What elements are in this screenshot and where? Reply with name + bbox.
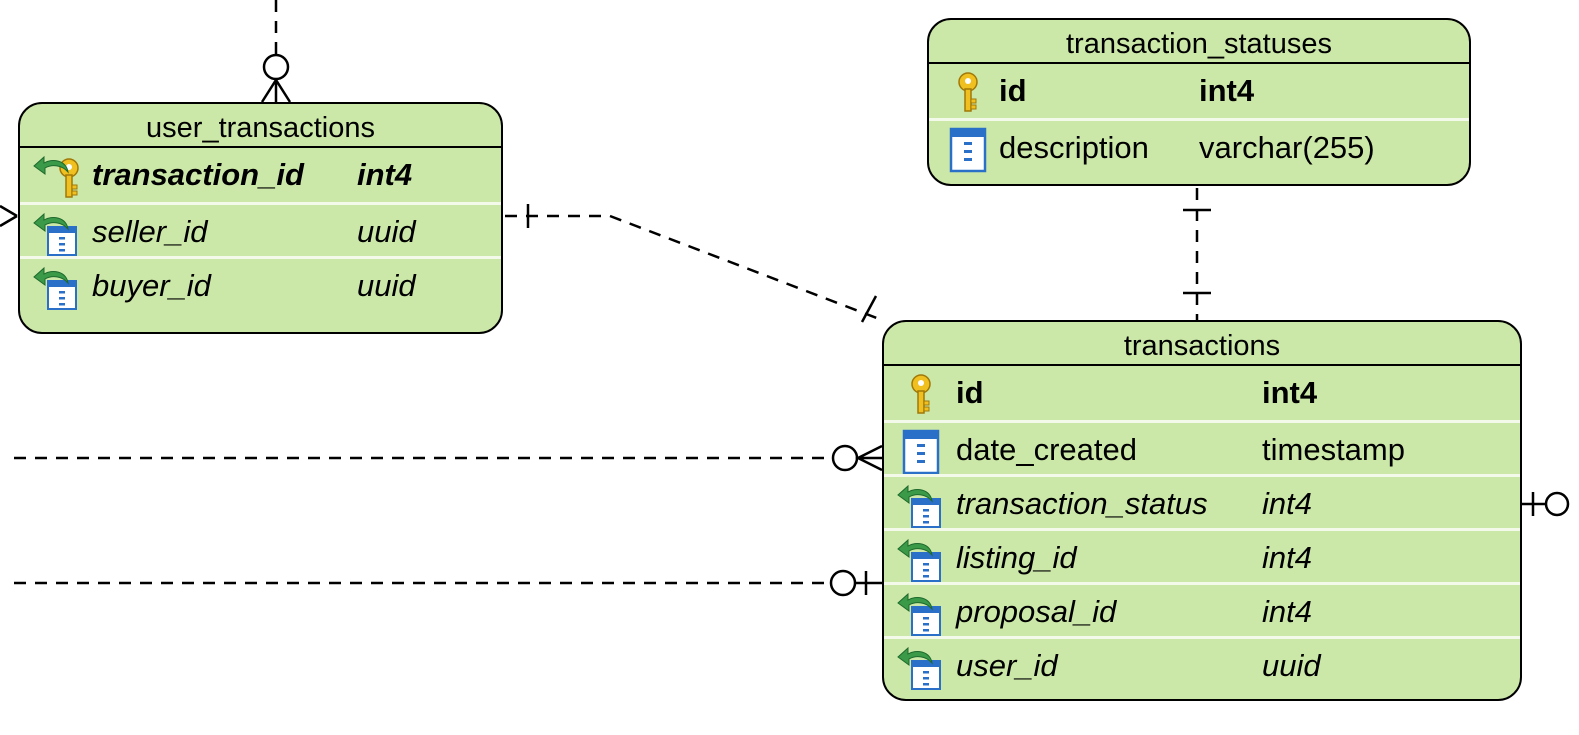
column-name: buyer_id [92,268,211,303]
crowfoot-zero-many-date-created [831,444,859,472]
column-icon [898,429,944,475]
column-row-description[interactable]: description varchar(255) [929,118,1469,173]
column-row-date-created[interactable]: date_created timestamp [884,420,1520,475]
column-type: int4 [1199,73,1255,108]
column-row-seller-id[interactable]: seller_id uuid [20,202,501,256]
column-type: int4 [1262,375,1318,410]
column-name: proposal_id [956,594,1117,629]
column-row-buyer-id[interactable]: buyer_id uuid [20,256,501,310]
column-icon [945,127,991,173]
crowfoot-zero-many-top [262,53,290,81]
column-name: user_id [956,648,1058,683]
foreign-primary-key-icon [33,156,80,198]
column-name: transaction_status [956,486,1208,521]
foreign-key-column-icon [897,647,944,690]
foreign-key-column-icon [33,267,80,310]
column-type: int4 [1262,486,1312,521]
column-type: uuid [357,268,416,303]
column-type: uuid [357,214,416,249]
primary-key-icon [898,374,944,416]
primary-key-icon [945,72,991,114]
column-name: date_created [956,432,1137,467]
entity-transactions[interactable]: transactions id int4 date_created timest… [882,320,1522,701]
column-name: id [999,73,1027,108]
column-name: seller_id [92,214,208,249]
column-row-user-id[interactable]: user_id uuid [884,636,1520,690]
entity-title: user_transactions [20,104,501,148]
column-name: description [999,130,1149,165]
entity-title: transaction_statuses [929,20,1469,64]
column-row-listing-id[interactable]: listing_id int4 [884,528,1520,582]
crowfoot-left-user-transactions [0,204,18,228]
column-row-id[interactable]: id int4 [884,366,1520,420]
column-name: id [956,375,984,410]
column-type: timestamp [1262,432,1405,467]
column-row-transaction-id[interactable]: transaction_id int4 [20,148,501,202]
entity-transaction-statuses[interactable]: transaction_statuses id int4 description… [927,18,1471,186]
zero-one-marker-right [1522,492,1545,516]
foreign-key-column-icon [897,485,944,528]
column-type: int4 [1262,540,1312,575]
foreign-key-column-icon [897,539,944,582]
column-name: listing_id [956,540,1077,575]
relationship-line-user-transactions-transactions [505,214,883,322]
foreign-key-column-icon [33,213,80,256]
entity-user-transactions[interactable]: user_transactions transaction_id int4 se… [18,102,503,334]
column-row-proposal-id[interactable]: proposal_id int4 [884,582,1520,636]
column-row-id[interactable]: id int4 [929,64,1469,118]
column-row-transaction-status[interactable]: transaction_status int4 [884,474,1520,528]
entity-title: transactions [884,322,1520,366]
column-type: varchar(255) [1199,130,1375,165]
column-type: int4 [1262,594,1312,629]
foreign-key-column-icon [897,593,944,636]
column-type: uuid [1262,648,1321,683]
column-name: transaction_id [92,157,304,192]
zero-one-marker-listing [829,569,857,597]
column-type: int4 [357,157,413,192]
